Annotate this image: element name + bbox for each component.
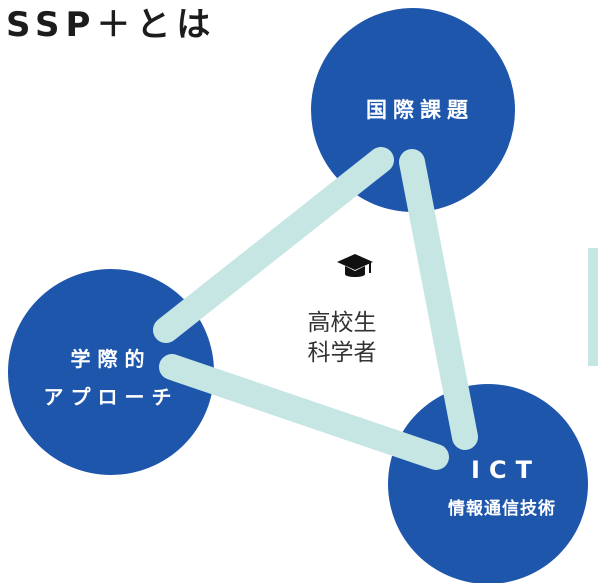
label-interdisciplinary-line1: 学際的 <box>71 347 152 371</box>
connector-global-to-interdisciplinary <box>153 147 394 343</box>
page-title: SSP＋とは <box>6 5 217 45</box>
label-ict-line1: ICT <box>471 456 541 484</box>
label-global-issues: 国際課題 <box>366 98 474 122</box>
graduation-cap-icon <box>337 254 373 277</box>
center-label: 高校生 科学者 <box>292 308 392 368</box>
connector-interdisciplinary-to-ict <box>159 354 449 470</box>
connector-global-to-ict <box>399 149 478 450</box>
center-label-line2: 科学者 <box>307 340 377 366</box>
center-label-line1: 高校生 <box>307 310 377 336</box>
side-accent-bar <box>588 248 598 366</box>
label-interdisciplinary-line2: アプローチ <box>44 385 179 409</box>
circle-ict <box>388 384 588 583</box>
label-ict-line2: 情報通信技術 <box>448 498 556 519</box>
